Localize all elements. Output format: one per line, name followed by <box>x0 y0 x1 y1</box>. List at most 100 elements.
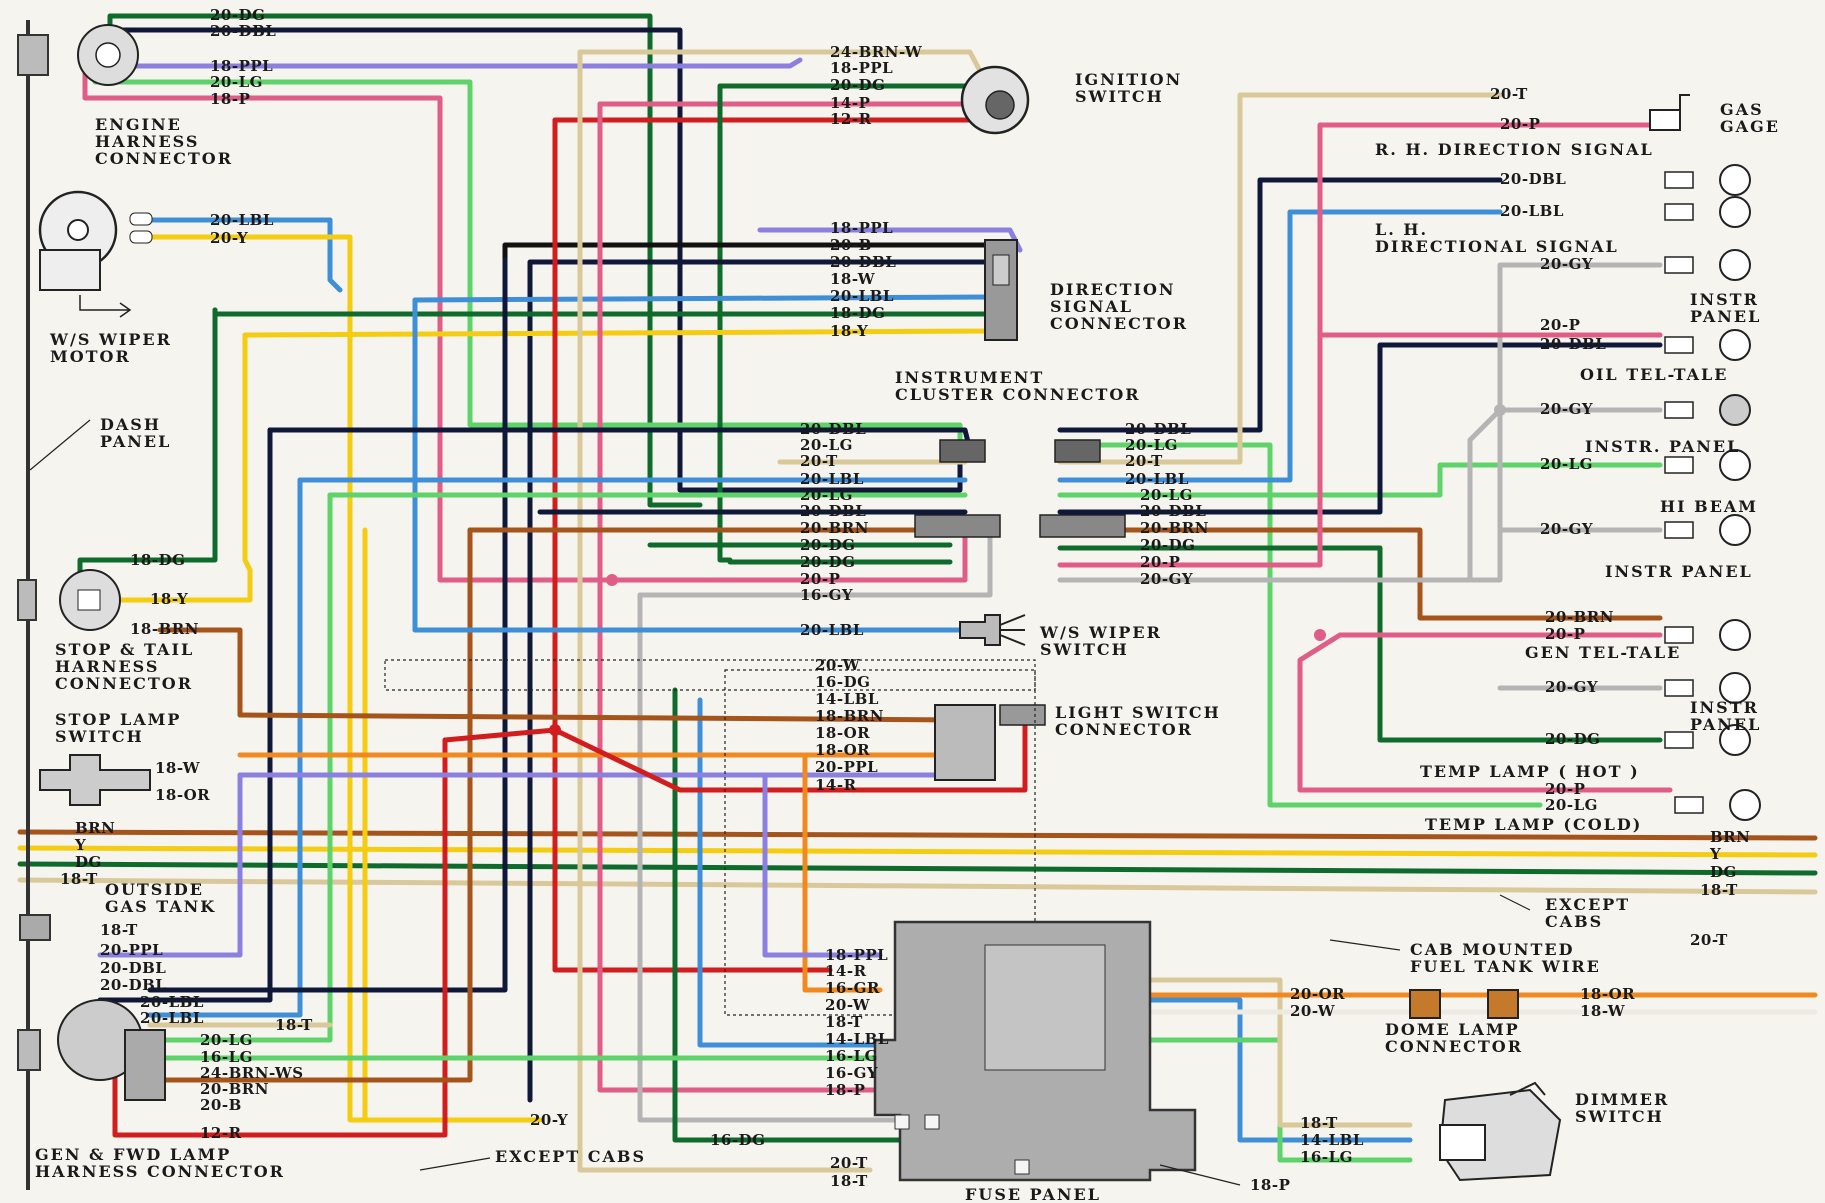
ws-wiper-switch-icon <box>959 614 1026 646</box>
wire-label-icl-dbl2: 20-DBL <box>800 502 866 520</box>
cluster-connector-left-bottom <box>914 514 1001 538</box>
wire-label-eng-dg: 20-DG <box>210 6 265 24</box>
wire-label-gf-b: 20-B <box>200 1096 242 1114</box>
wire-label-gf-lg: 20-LG <box>200 1031 253 1049</box>
wire-label-st-dg: 18-DG <box>130 551 185 569</box>
wire-label-ls-ppl: 20-PPL <box>815 758 878 776</box>
wire-label-fp-gy: 16-GY <box>825 1064 878 1082</box>
wire-ls-brn <box>237 712 963 723</box>
fuse-3 <box>1014 1159 1030 1175</box>
wire-label-bus-t: 18-T <box>60 870 98 888</box>
wire-label-st-y: 18-Y <box>150 590 188 608</box>
bulb-lh-direction <box>1664 196 1751 228</box>
wire-bus-brn <box>17 829 1818 841</box>
wire-label-ls-or2: 18-OR <box>815 741 870 759</box>
frame-clip-2 <box>17 579 37 621</box>
wire-label-ign-brnw: 24-BRN-W <box>830 43 923 61</box>
wire-ds-y <box>242 297 1013 338</box>
bulb-instr-panel-3 <box>1664 514 1751 546</box>
wire-icr-lg <box>1057 442 1543 808</box>
wire-label-sl-w: 18-W <box>155 759 201 777</box>
wire-bus-dg <box>17 861 1818 876</box>
wire-fp-lbl-right <box>1097 997 1413 1143</box>
wire-label-eng-ppl: 18-PPL <box>210 57 273 75</box>
wiper-plug-1 <box>129 212 153 226</box>
instr-panel-3-label: INSTR PANEL <box>1605 562 1753 581</box>
bulb-instr-panel-4 <box>1664 672 1751 704</box>
wire-label-fp-w: 20-W <box>825 996 871 1014</box>
wire-trunk-lbl <box>147 477 303 1018</box>
wire-label-lh-lbl: 20-LBL <box>1500 202 1564 220</box>
wire-label-ds-w: 18-W <box>830 270 876 288</box>
wire-label-ls-brn: 18-BRN <box>815 707 884 725</box>
dimmer-switch-tab <box>1509 1081 1546 1096</box>
wire-label-icl-gy: 16-GY <box>800 586 853 604</box>
wire-label-bus-dg: DG <box>75 853 102 871</box>
wire-label-rb-dg: DG <box>1710 863 1737 881</box>
wire-label-gf-ppl: 20-PPL <box>100 941 163 959</box>
dome-lamp-connector-2 <box>1487 989 1519 1019</box>
wire-label-ign-ppl: 18-PPL <box>830 59 893 77</box>
lh-direction-label: L. H.DIRECTIONAL SIGNAL <box>1375 220 1619 256</box>
wire-label-fp-t3: 18-T <box>830 1172 868 1190</box>
wire-label-icl-dg: 20-DG <box>800 536 855 554</box>
wire-label-icl-dg2: 20-DG <box>800 553 855 571</box>
wire-label-gf-r: 12-R <box>200 1124 242 1142</box>
wire-trunk-dbl <box>97 427 273 1003</box>
wire-label-oil-p: 20-P <box>1540 316 1580 334</box>
wire-icr-dg <box>1057 545 1663 743</box>
leader-cab-fuel <box>1329 939 1401 951</box>
wire-eng-ppl <box>97 57 803 69</box>
wire-label-ls-or: 18-OR <box>815 724 870 742</box>
cluster-connector-left-top <box>939 439 986 463</box>
wire-label-gf-brnws: 24-BRN-WS <box>200 1064 304 1082</box>
wire-label-eng-p: 18-P <box>210 90 250 108</box>
wire-label-ds-lbl: 20-LBL <box>830 287 894 305</box>
wire-label-ign-p: 14-P <box>830 94 870 112</box>
wire-label-icr-lg2: 20-LG <box>1140 486 1193 504</box>
wire-label-bus-brn: BRN <box>75 819 115 837</box>
wire-label-gf-lg2: 16-LG <box>200 1048 253 1066</box>
wire-label-icl-t: 20-T <box>800 452 838 470</box>
wire-label-dome-w: 20-W <box>1290 1002 1336 1020</box>
wire-ds-dbl <box>527 259 993 1103</box>
wire-ls-dg <box>672 687 963 1143</box>
wire-label-ds-dg: 18-DG <box>830 304 885 322</box>
wire-eng-p <box>82 63 968 583</box>
fuse-panel-label: FUSE PANEL <box>965 1185 1101 1203</box>
wire-ls-lbl <box>697 697 883 1048</box>
wire-label-rh-dbl: 20-DBL <box>1500 170 1566 188</box>
wire-label-icl-lg: 20-LG <box>800 436 853 454</box>
bulbs <box>1664 164 1761 821</box>
frame-clip-1 <box>17 34 49 76</box>
wire-trunk-t <box>577 49 873 1173</box>
wire-label-icr-brn: 20-BRN <box>1140 519 1209 537</box>
wire-label-ogt-t: 18-T <box>100 921 138 939</box>
wire-label-icr-dg: 20-DG <box>1140 536 1195 554</box>
bulb-instr-panel-2 <box>1664 394 1751 426</box>
wire-label-fp-p: 18-P <box>825 1081 865 1099</box>
engine-harness-pin <box>95 42 121 68</box>
components <box>17 20 1761 1190</box>
wire-fp-t-right <box>1097 977 1413 1128</box>
dome-lamp-connector-1 <box>1409 989 1441 1019</box>
stop-lamp-switch-icon <box>39 754 151 806</box>
wire-label-sl-or: 18-OR <box>155 786 210 804</box>
wire-label-icl-brn: 20-BRN <box>800 519 869 537</box>
wire-icr-brn <box>1057 527 1663 621</box>
wire-label-ip1-gy: 20-GY <box>1540 255 1593 273</box>
wiper-motor-arrow <box>79 295 132 318</box>
wire-label-bot-y: 20-Y <box>530 1111 568 1129</box>
wiper-motor-hub <box>67 219 89 241</box>
wire-trunk-lg <box>147 492 333 1043</box>
wire-label-hb-lg: 20-LG <box>1540 455 1593 473</box>
wire-label-fp-ppl: 18-PPL <box>825 946 888 964</box>
wire-label-ls-w: 20-W <box>815 656 861 674</box>
frame-clip-3 <box>17 1029 41 1071</box>
